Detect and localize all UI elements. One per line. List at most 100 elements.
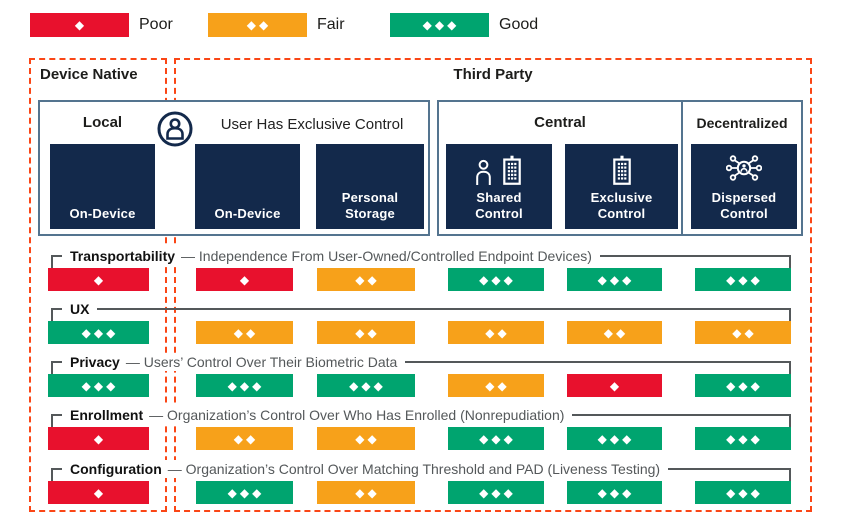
diamond-rating-icon: ◆◆ [485,378,510,393]
diamond-rating-icon: ◆◆ [355,325,380,340]
third-party-title: Third Party [453,66,533,83]
diamond-rating-icon: ◆◆◆ [597,431,635,446]
diamond-rating-icon: ◆◆◆ [81,378,119,393]
row-name: Transportability [70,248,176,264]
rating-chip-good: ◆◆◆ [196,374,293,397]
user-circle-icon [156,110,194,148]
card-label: On-Device [214,205,281,221]
card-personal-storage: Personal Storage [316,144,424,229]
rating-chip-poor: ◆ [48,268,149,291]
row-description: — Organization’s Control Over Matching T… [167,461,661,477]
rating-chip-good: ◆◆◆ [196,481,293,504]
diamond-rating-icon: ◆◆◆ [726,485,763,500]
diamond-rating-icon: ◆◆◆ [597,272,635,287]
rating-chip-good: ◆◆◆ [448,481,544,504]
diamond-rating-icon: ◆◆◆ [81,325,119,340]
rating-chip-good: ◆◆◆ [695,481,791,504]
card-label: On-Device [69,205,136,221]
diamond-rating-icon: ◆◆ [355,272,380,287]
row-bracket-line [51,308,791,322]
local-user-control-box: Local User Has Exclusive Control On-Devi… [38,100,430,236]
rating-row: Transportability— Independence From User… [0,247,843,295]
diamond-rating-icon: ◆◆ [355,485,380,500]
card-dispersed-control: Dispersed Control [691,144,797,229]
rating-chip-fair: ◆◆ [317,427,415,450]
diamond-rating-icon: ◆ [609,378,623,393]
card-label: Exclusive Control [590,189,653,221]
row-bracket-line [51,361,791,375]
diamond-rating-icon: ◆ [93,431,107,446]
rating-chip-poor: ◆ [196,268,293,291]
legend-chip-fair: ◆◆ [208,13,307,37]
legend-chip-poor: ◆ [30,13,129,37]
rating-chip-fair: ◆◆ [567,321,662,344]
diamond-rating-icon: ◆◆◆ [349,378,386,393]
diamond-rating-icon: ◆◆◆ [479,431,516,446]
diamond-rating-icon: ◆◆◆ [726,431,763,446]
third-party-region: Third Party [174,58,812,512]
rating-chip-fair: ◆◆ [448,321,544,344]
legend-chip-good: ◆◆◆ [390,13,489,37]
rating-chip-good: ◆◆◆ [48,374,149,397]
rating-chip-fair: ◆◆ [196,427,293,450]
row-description: — Users’ Control Over Their Biometric Da… [125,354,398,370]
rating-chip-good: ◆◆◆ [448,427,544,450]
rating-chip-good: ◆◆◆ [695,268,791,291]
row-name: Configuration [70,461,162,477]
central-box: Central [437,100,683,236]
device-native-region: Device Native [29,58,167,512]
diamond-rating-icon: ◆ [93,272,107,287]
card-icons [446,155,552,185]
rating-chip-good: ◆◆◆ [567,268,662,291]
device-native-title: Device Native [40,66,138,83]
row-label: Privacy— Users’ Control Over Their Biome… [62,353,406,371]
building-icon [612,155,631,185]
rating-chip-good: ◆◆◆ [448,268,544,291]
legend-label: Fair [317,16,345,33]
diamond-rating-icon: ◆◆ [246,18,272,32]
diamond-rating-icon: ◆ [93,485,107,500]
row-description: — Organization’s Control Over Who Has En… [149,407,565,423]
rating-chip-good: ◆◆◆ [695,374,791,397]
rating-chip-fair: ◆◆ [196,321,293,344]
rating-row: Configuration — Organization’s Control Ov… [0,460,843,508]
rating-chip-good: ◆◆◆ [567,481,662,504]
decentralized-title: Decentralized [696,115,788,131]
central-title: Central [534,114,586,131]
diamond-rating-icon: ◆◆ [732,325,757,340]
rating-chip-fair: ◆◆ [317,321,415,344]
row-name: Enrollment [70,407,144,423]
rating-chip-poor: ◆ [567,374,662,397]
rating-chip-poor: ◆ [48,481,149,504]
row-label: Transportability— Independence From User… [62,247,600,265]
legend-item-poor: ◆ Poor [30,13,173,37]
legend-item-fair: ◆◆ Fair [208,13,345,37]
diamond-rating-icon: ◆◆◆ [726,272,763,287]
diamond-rating-icon: ◆◆ [233,325,259,340]
decentralized-box: Decentralized Dispersed Control [681,100,803,236]
building-icon [502,155,521,185]
local-title: Local [82,114,123,131]
card-icons [691,155,797,181]
rating-chip-good: ◆◆◆ [567,427,662,450]
rating-row: Privacy— Users’ Control Over Their Biome… [0,353,843,401]
card-shared-control: Shared Control [446,144,552,229]
diamond-rating-icon: ◆◆ [355,431,380,446]
rating-chip-good: ◆◆◆ [317,374,415,397]
diamond-rating-icon: ◆◆ [485,325,510,340]
row-label: Configuration — Organization’s Control Ov… [62,460,669,478]
card-exclusive-control: Exclusive Control [565,144,678,229]
diamond-rating-icon: ◆◆◆ [227,378,265,393]
card-on-device-local: On-Device [50,144,155,229]
diamond-rating-icon: ◆◆ [233,431,259,446]
rating-chip-fair: ◆◆ [448,374,544,397]
rating-chip-fair: ◆◆ [317,268,415,291]
diamond-rating-icon: ◆◆◆ [479,485,516,500]
rating-chip-fair: ◆◆ [695,321,791,344]
rating-row: Enrollment — Organization’s Control Over … [0,406,843,454]
legend-label: Poor [139,16,173,33]
rating-chip-fair: ◆◆ [317,481,415,504]
diamond-rating-icon: ◆◆◆ [597,485,635,500]
diamond-rating-icon: ◆◆◆ [726,378,763,393]
